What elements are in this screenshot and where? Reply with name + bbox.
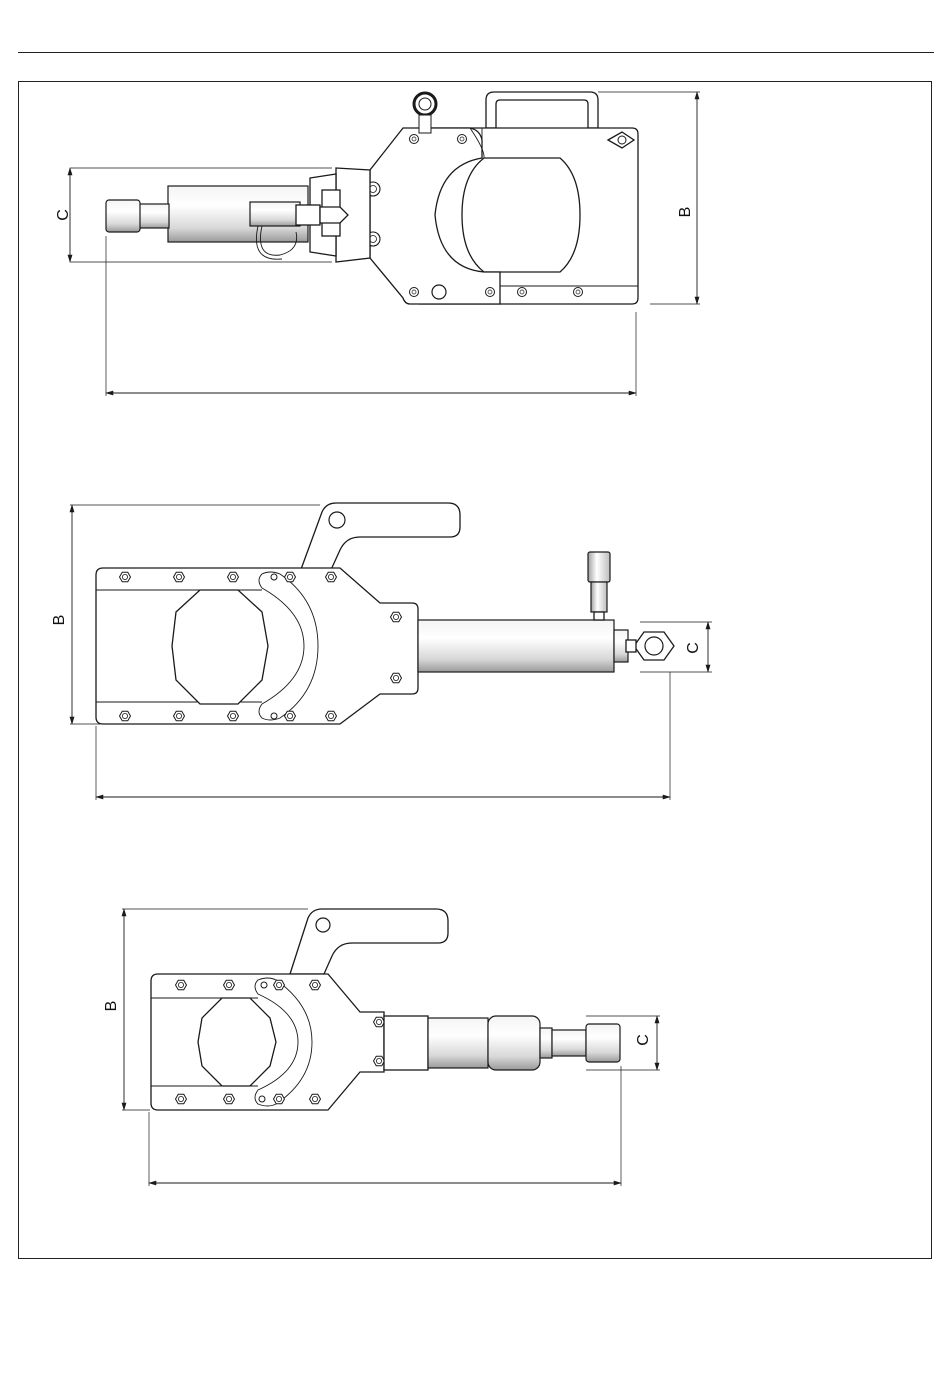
view-middle: B C	[51, 503, 712, 800]
quick-coupler	[586, 1024, 620, 1062]
lever-handle	[300, 503, 460, 572]
view-top: C B	[55, 92, 700, 396]
dim-c-label: C	[55, 209, 72, 221]
view-bottom: B C	[103, 909, 660, 1186]
jaw-opening	[462, 158, 580, 272]
hydraulic-cylinder	[418, 620, 614, 672]
lever-handle	[290, 909, 448, 974]
dim-b-label: B	[677, 207, 694, 218]
jaw-opening	[172, 590, 268, 704]
dim-b-label: B	[103, 1001, 120, 1012]
quick-coupler	[250, 202, 300, 226]
dim-c-label: C	[685, 642, 702, 654]
dim-b-label: B	[51, 615, 68, 626]
coupler-fitting	[588, 552, 610, 582]
hydraulic-cylinder	[428, 1018, 488, 1068]
dim-c-label: C	[635, 1034, 652, 1046]
carry-handle	[486, 92, 598, 128]
